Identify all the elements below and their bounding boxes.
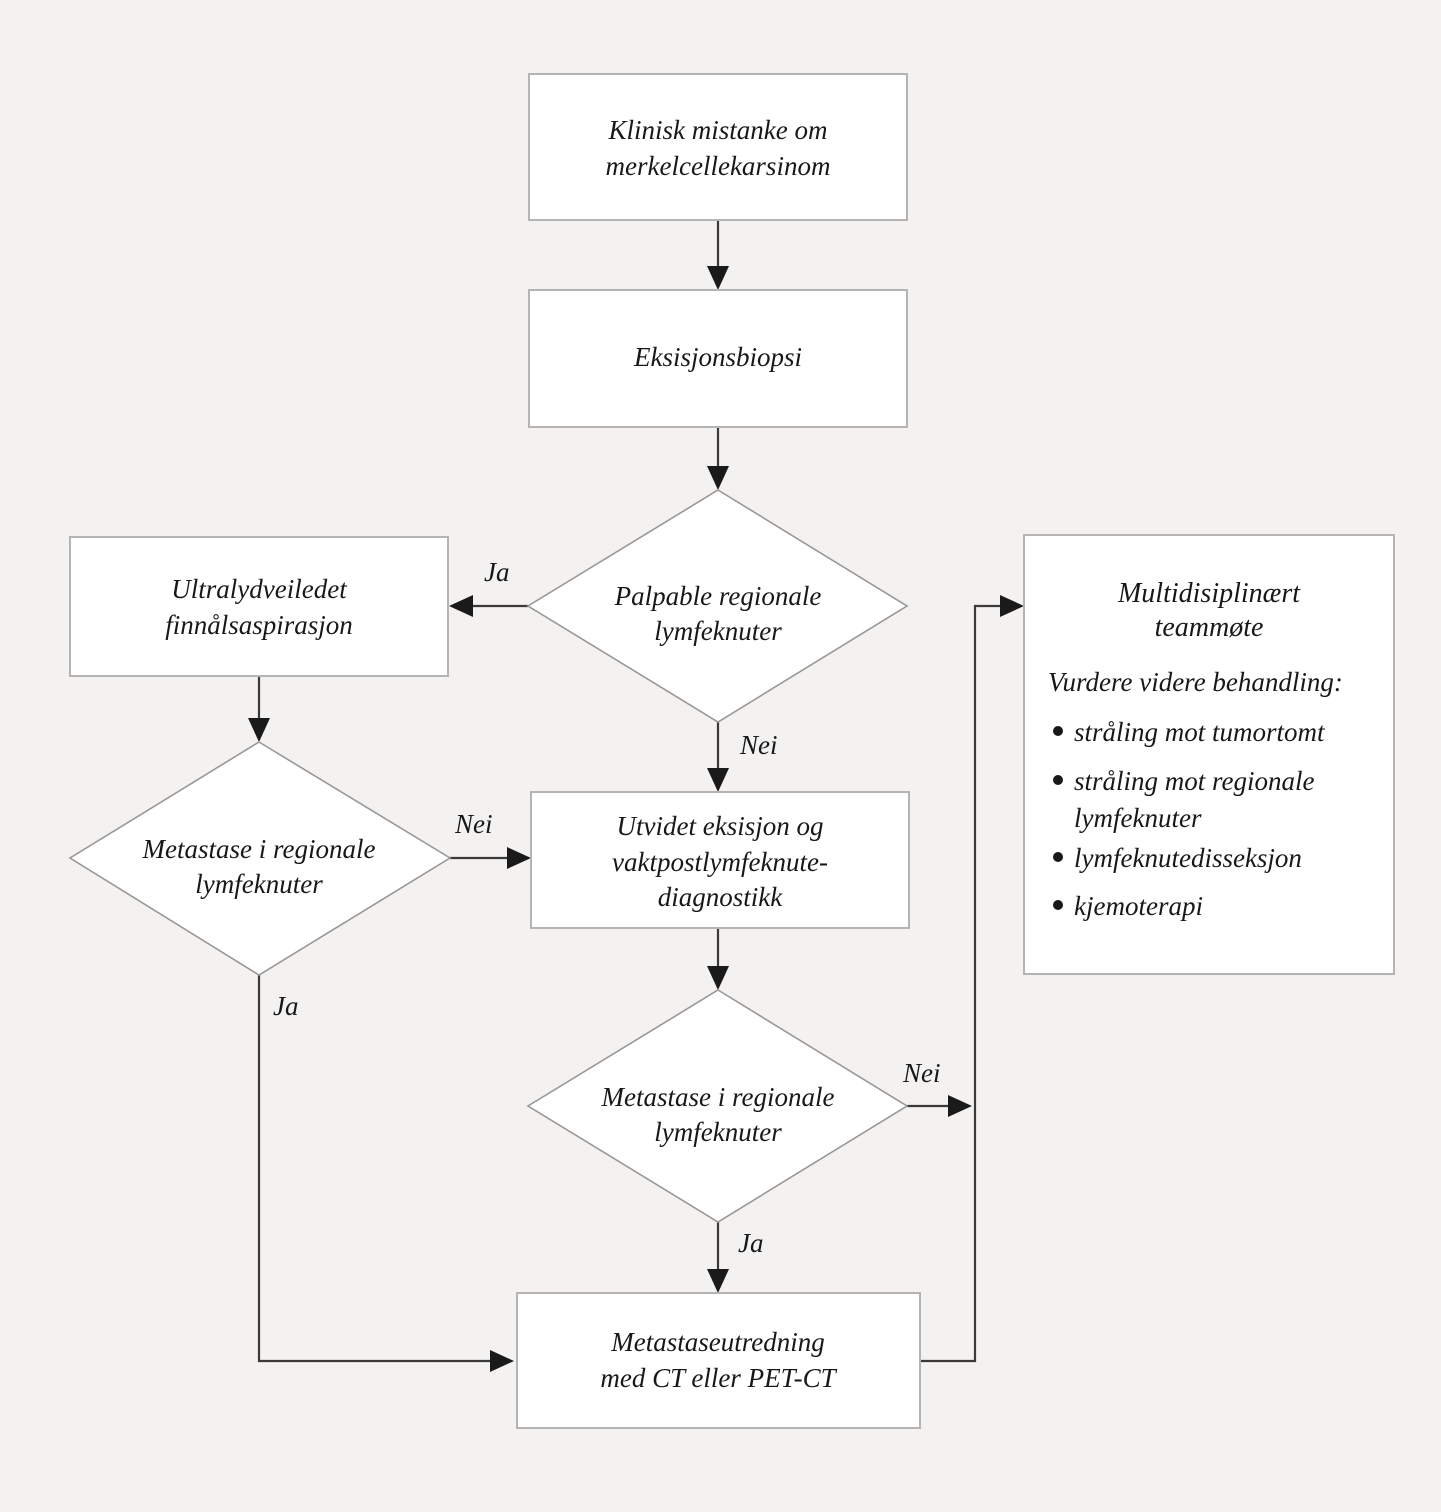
mdt-subtitle: Vurdere videre behandling: [1048, 667, 1343, 697]
edge-fna-to-metastasis-left [248, 676, 270, 742]
node-wide-excision-line3: diagnostikk [658, 882, 783, 912]
edge-suspicion-to-biopsy [707, 220, 729, 290]
mdt-item-2-line1: lymfeknutedisseksjon [1074, 843, 1302, 873]
mdt-item-1-line2: lymfeknuter [1074, 803, 1202, 833]
edge-palpable-yes-to-fna [449, 595, 528, 617]
node-palpable-line1: Palpable regionale [614, 581, 822, 611]
edge-label-metastasis-mid-no: Nei [902, 1058, 941, 1088]
edge-label-palpable-yes: Ja [484, 557, 509, 587]
node-clinical-suspicion-line2: merkelcellekarsinom [606, 151, 831, 181]
mdt-item-0-line1: stråling mot tumortomt [1074, 717, 1326, 747]
node-metastasis-left-line1: Metastase i regionale [142, 834, 376, 864]
mdt-bullet-dot [1053, 900, 1063, 910]
edge-metastasis-left-no-to-wide-excision [450, 847, 531, 869]
edge-label-palpable-no: Nei [739, 730, 778, 760]
mdt-item-1-line1: stråling mot regionale [1074, 766, 1315, 796]
edge-label-metastasis-mid-yes: Ja [738, 1228, 763, 1258]
node-metastasis-regional-left[interactable]: Metastase i regionale lymfeknuter [68, 741, 452, 976]
edge-wide-excision-to-metastasis-mid [707, 928, 729, 990]
node-palpable-line2: lymfeknuter [654, 616, 782, 646]
edge-workup-to-mdt [920, 595, 1024, 1363]
node-metastasis-workup-line1: Metastaseutredning [610, 1327, 824, 1357]
mdt-bullet-dot [1053, 775, 1063, 785]
node-fna-line2: finnålsaspirasjon [165, 610, 353, 640]
edge-palpable-no-to-wide-excision [707, 722, 729, 792]
node-metastasis-workup-line2: med CT eller PET-CT [600, 1363, 837, 1393]
node-wide-excision-sentinel-node[interactable]: Utvidet eksisjon og vaktpostlymfeknute- … [530, 791, 910, 929]
node-excision-biopsy-line1: Eksisjonsbiopsi [633, 342, 802, 372]
mdt-bullet-dot [1053, 852, 1063, 862]
edge-metastasis-left-yes-to-workup [257, 975, 514, 1372]
node-fna-line1: Ultralydveiledet [171, 574, 348, 604]
node-metastasis-mid-line1: Metastase i regionale [601, 1082, 835, 1112]
node-metastasis-mid-line2: lymfeknuter [654, 1117, 782, 1147]
edge-biopsy-to-palpable [707, 427, 729, 490]
node-ultrasound-fna[interactable]: Ultralydveiledet finnålsaspirasjon [69, 536, 449, 677]
mdt-bullet-dot [1053, 726, 1063, 736]
node-metastasis-left-line2: lymfeknuter [195, 869, 323, 899]
node-metastasis-regional-mid[interactable]: Metastase i regionale lymfeknuter [526, 989, 909, 1223]
mdt-title-line1: Multidisiplinært [1117, 578, 1301, 609]
node-clinical-suspicion-line1: Klinisk mistanke om [608, 115, 828, 145]
node-wide-excision-line1: Utvidet eksisjon og [617, 811, 824, 841]
node-multidisciplinary-team[interactable]: Multidisiplinært teammøte Vurdere videre… [1023, 534, 1395, 975]
node-palpable-regional-nodes[interactable]: Palpable regionale lymfeknuter [526, 489, 909, 723]
node-metastasis-workup[interactable]: Metastaseutredning med CT eller PET-CT [516, 1292, 921, 1429]
node-clinical-suspicion[interactable]: Klinisk mistanke om merkelcellekarsinom [528, 73, 908, 221]
node-wide-excision-line2: vaktpostlymfeknute- [612, 847, 828, 877]
mdt-title-line2: teammøte [1155, 612, 1264, 643]
edge-label-metastasis-left-yes: Ja [273, 991, 298, 1021]
edge-metastasis-mid-yes-to-workup [707, 1222, 729, 1293]
node-excision-biopsy[interactable]: Eksisjonsbiopsi [528, 289, 908, 428]
mdt-item-3-line1: kjemoterapi [1074, 891, 1203, 921]
edge-label-metastasis-left-no: Nei [454, 809, 493, 839]
edge-metastasis-mid-no-to-mdt-trunk [907, 1095, 972, 1117]
